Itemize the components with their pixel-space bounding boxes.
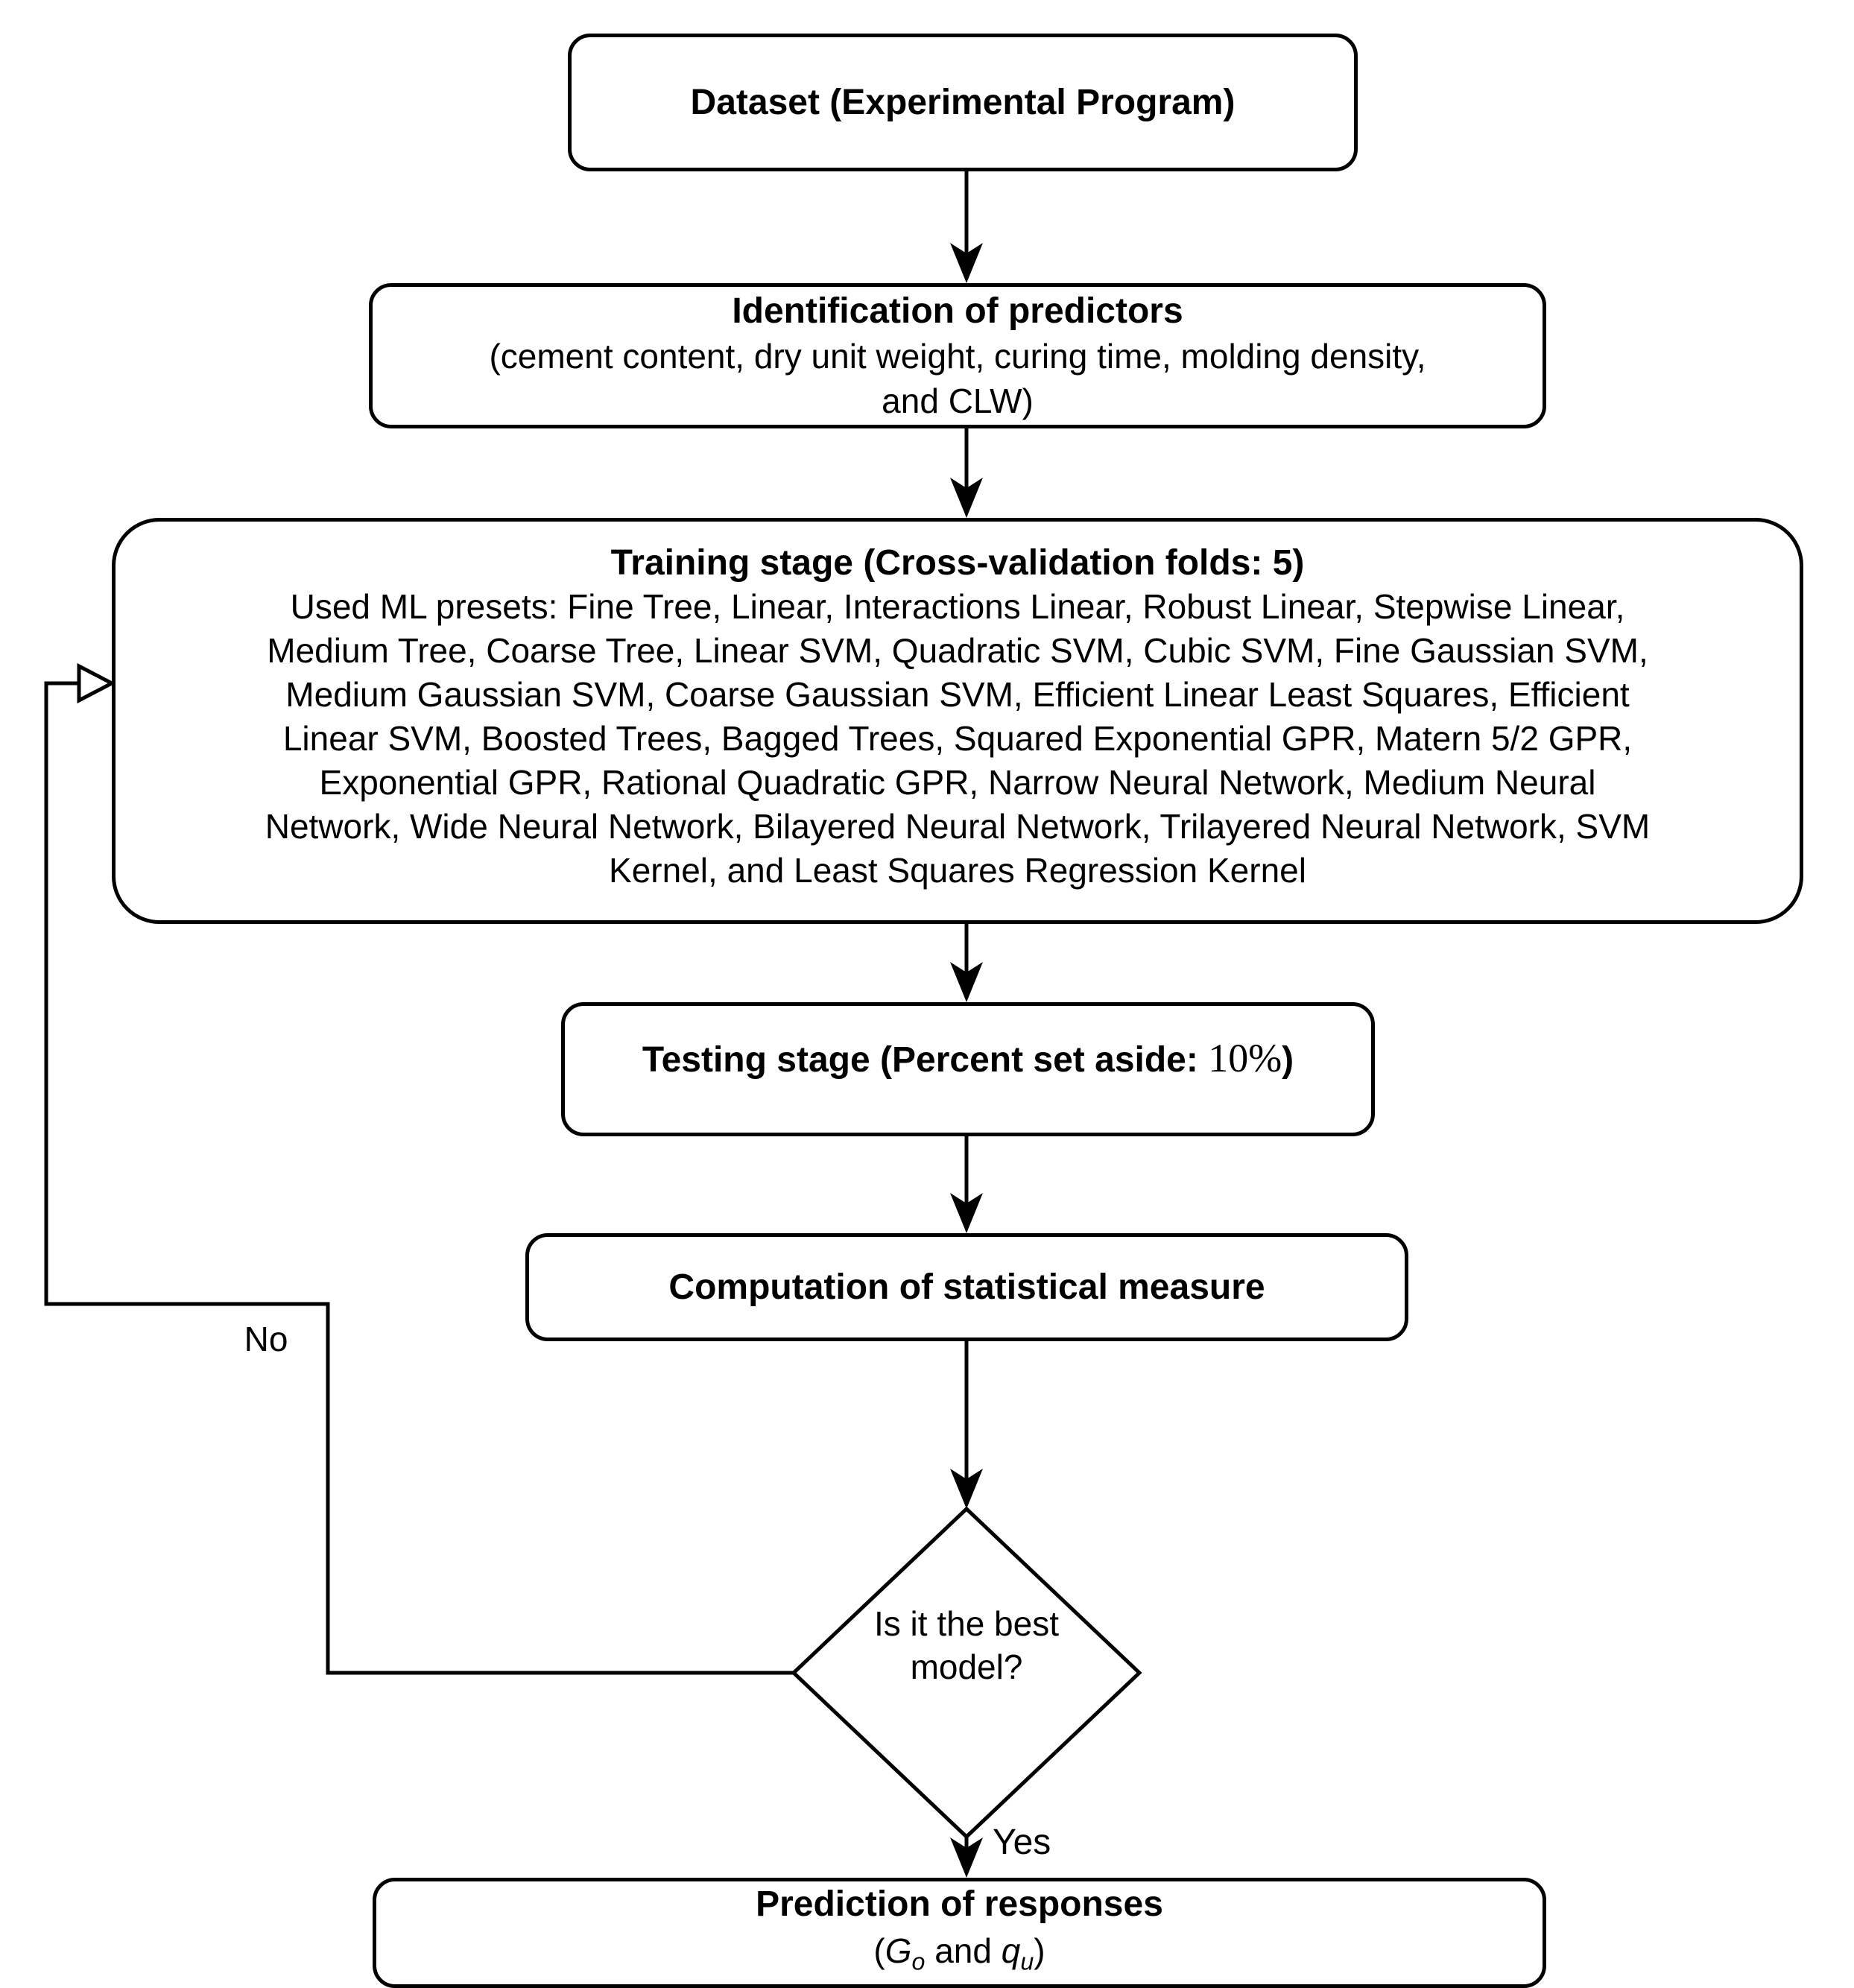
training-line: Used ML presets: Fine Tree, Linear, Inte… bbox=[290, 587, 1625, 626]
arrowhead-prediction bbox=[950, 1837, 983, 1878]
prediction-open-paren: ( bbox=[873, 1931, 885, 1970]
edge-label-yes: Yes bbox=[993, 1823, 1051, 1862]
training-line: Kernel, and Least Squares Regression Ker… bbox=[609, 851, 1306, 890]
prediction-responses: (Go and qu) bbox=[873, 1928, 1045, 1985]
decision-diamond-shape bbox=[791, 1506, 1142, 1840]
arrowhead-decision bbox=[950, 1469, 983, 1509]
training-title: Training stage (Cross-validation folds: … bbox=[610, 543, 1305, 583]
testing-title: Testing stage (Percent set aside: 10%) bbox=[642, 1036, 1294, 1083]
dataset-title: Dataset (Experimental Program) bbox=[690, 82, 1236, 122]
training-line: Linear SVM, Boosted Trees, Bagged Trees,… bbox=[282, 719, 1633, 758]
prediction-sub-u: u bbox=[1020, 1948, 1034, 1975]
edge-label-no: No bbox=[244, 1320, 288, 1358]
decision-question: Is it the best model? bbox=[794, 1602, 1139, 1688]
prediction-var-qu: q bbox=[1001, 1931, 1021, 1970]
node-dataset: Dataset (Experimental Program) bbox=[568, 34, 1358, 171]
training-line: Medium Gaussian SVM, Coarse Gaussian SVM… bbox=[285, 675, 1630, 714]
node-computation: Computation of statistical measure bbox=[525, 1233, 1408, 1341]
testing-title-suffix: ) bbox=[1282, 1040, 1294, 1080]
decision-line2: model? bbox=[910, 1647, 1023, 1686]
testing-percent-value: 10% bbox=[1208, 1036, 1282, 1080]
node-training: Training stage (Cross-validation folds: … bbox=[112, 518, 1803, 924]
prediction-sub-o: o bbox=[911, 1948, 926, 1975]
arrowhead-training bbox=[950, 478, 983, 518]
training-line: Network, Wide Neural Network, Bilayered … bbox=[265, 807, 1651, 846]
testing-title-prefix: Testing stage (Percent set aside: bbox=[642, 1040, 1209, 1080]
identification-line2: (cement content, dry unit weight, curing… bbox=[489, 336, 1426, 376]
node-testing: Testing stage (Percent set aside: 10%) bbox=[561, 1002, 1375, 1136]
arrowhead-computation bbox=[950, 1193, 983, 1233]
training-line: Medium Tree, Coarse Tree, Linear SVM, Qu… bbox=[267, 631, 1648, 670]
edge-no-feedback bbox=[44, 681, 794, 1675]
identification-line3: and CLW) bbox=[882, 381, 1034, 420]
prediction-title: Prediction of responses bbox=[756, 1884, 1163, 1924]
prediction-var-go: G bbox=[885, 1931, 912, 1970]
arrowhead-testing bbox=[950, 962, 983, 1002]
node-prediction: Prediction of responses (Go and qu) bbox=[373, 1878, 1546, 1988]
arrowhead-identification bbox=[950, 243, 983, 283]
prediction-and: and bbox=[925, 1931, 1002, 1970]
decision-line1: Is it the best bbox=[873, 1604, 1059, 1643]
prediction-close-paren: ) bbox=[1034, 1931, 1045, 1970]
node-identification: Identification of predictors (cement con… bbox=[369, 283, 1546, 428]
arrowhead-no-feedback-open bbox=[77, 662, 116, 704]
computation-title: Computation of statistical measure bbox=[668, 1267, 1265, 1307]
identification-title: Identification of predictors bbox=[732, 291, 1183, 331]
training-line: Exponential GPR, Rational Quadratic GPR,… bbox=[319, 763, 1596, 802]
